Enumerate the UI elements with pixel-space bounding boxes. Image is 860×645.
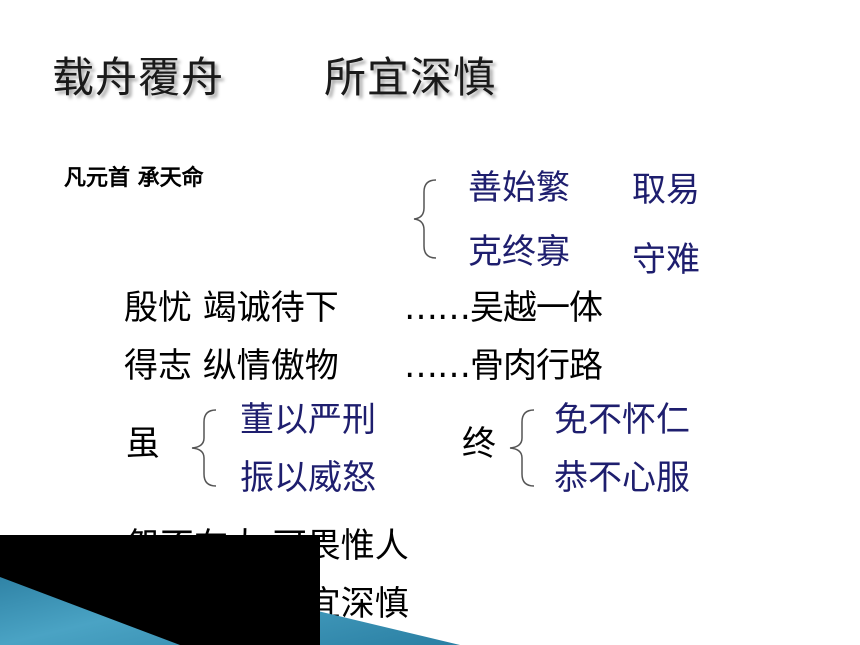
line-1-right: ……吴越一体 — [404, 288, 603, 328]
decorative-corner-shape — [0, 535, 460, 645]
line-2-right: ……骨肉行路 — [404, 346, 603, 386]
intro-text: 凡元首 承天命 — [64, 166, 204, 191]
pair1-top-right: 取易 — [632, 170, 700, 210]
black-block — [0, 535, 320, 645]
title-part-2: 所宜深慎 — [324, 53, 497, 102]
sui-bottom: 振以威怒 — [240, 458, 376, 498]
brace-pair-1 — [413, 179, 437, 259]
brace-zhong — [509, 409, 535, 487]
zhong-top: 免不怀仁 — [554, 400, 690, 440]
line-2-left: 得志 纵情傲物 — [124, 346, 339, 386]
pair1-top: 善始繁 — [468, 168, 570, 208]
line-1-left: 殷忧 竭诚待下 — [124, 288, 339, 328]
zhong-label: 终 — [462, 424, 496, 464]
zhong-bottom: 恭不心服 — [554, 458, 690, 498]
title-part-1: 载舟覆舟 — [52, 53, 225, 102]
brace-sui — [191, 409, 217, 487]
pair1-bottom-right: 守难 — [632, 240, 700, 280]
sui-label: 虽 — [126, 424, 160, 464]
sui-top: 董以严刑 — [240, 400, 376, 440]
pair1-bottom: 克终寡 — [468, 232, 570, 272]
slide-title: 载舟覆舟 所宜深慎 — [52, 50, 496, 106]
